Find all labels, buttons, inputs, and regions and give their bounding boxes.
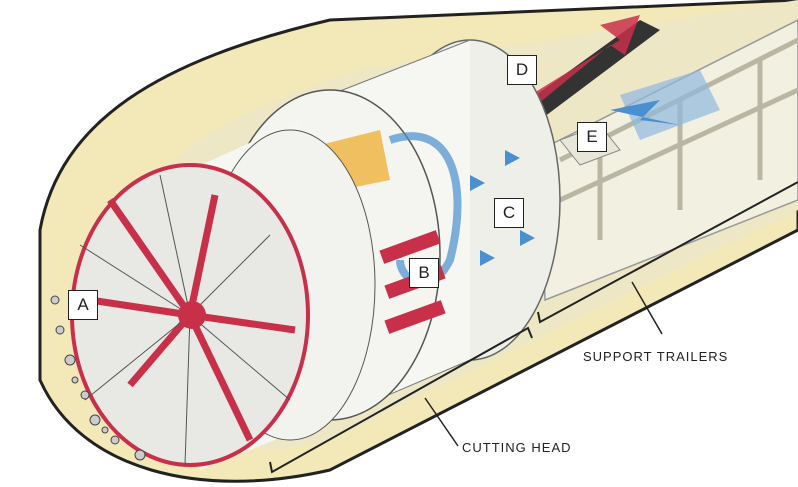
- cutter-slots: [79, 174, 291, 466]
- caption-support-trailers: SUPPORT TRAILERS: [583, 349, 729, 364]
- label-d: D: [507, 55, 537, 85]
- label-e: E: [577, 122, 607, 152]
- pressure-arrows: [470, 150, 535, 266]
- support-trailers-bracket: [537, 181, 798, 324]
- rubble: [50, 295, 146, 461]
- cutter-hub: [178, 301, 206, 329]
- label-b: B: [409, 258, 439, 288]
- cutting-head-leader: [424, 397, 459, 447]
- cutting-head-bracket: [269, 326, 533, 474]
- label-a: A: [68, 290, 98, 320]
- support-trailers-leader: [631, 281, 663, 335]
- label-c: C: [494, 198, 524, 228]
- caption-cutting-head: CUTTING HEAD: [462, 440, 572, 455]
- cutter-spokes: [89, 194, 296, 442]
